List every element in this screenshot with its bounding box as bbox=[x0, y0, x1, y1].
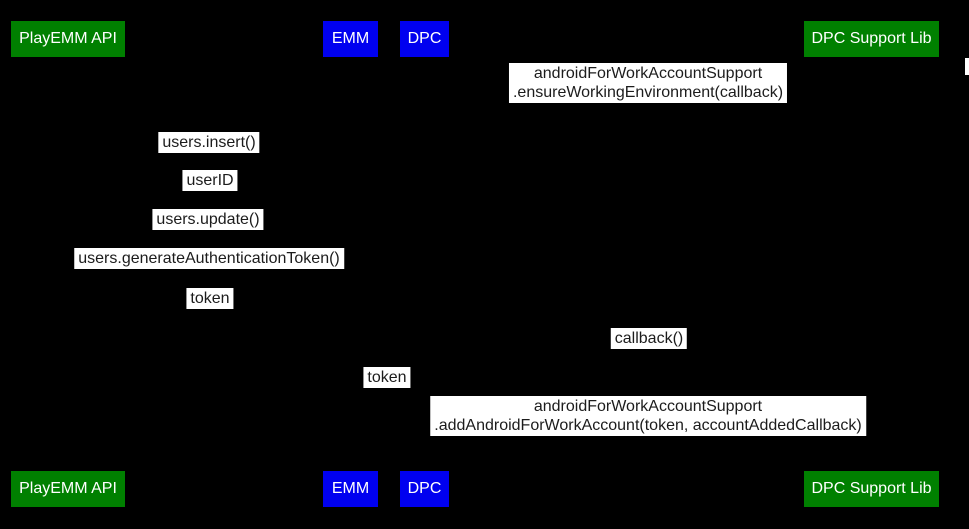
message-ensure-working-environment: androidForWorkAccountSupport .ensureWork… bbox=[508, 63, 788, 103]
message-line: androidForWorkAccountSupport bbox=[533, 398, 763, 415]
actor-emm-bottom: EMM bbox=[323, 471, 378, 507]
actor-dpc-support-lib-bottom: DPC Support Lib bbox=[804, 471, 939, 507]
message-line: androidForWorkAccountSupport bbox=[533, 65, 763, 82]
message-line: .addAndroidForWorkAccount(token, account… bbox=[434, 417, 862, 434]
actor-dpc-top: DPC bbox=[400, 21, 449, 57]
actor-playemm-api-bottom: PlayEMM API bbox=[11, 471, 125, 507]
message-callback: callback() bbox=[610, 328, 688, 349]
actor-dpc-bottom: DPC bbox=[400, 471, 449, 507]
actor-playemm-api-top: PlayEMM API bbox=[11, 21, 125, 57]
message-token-to-dpc: token bbox=[363, 367, 411, 388]
actor-dpc-support-lib-top: DPC Support Lib bbox=[804, 21, 939, 57]
message-add-android-for-work-account: androidForWorkAccountSupport .addAndroid… bbox=[430, 396, 866, 436]
message-token-to-emm: token bbox=[186, 288, 234, 309]
message-users-generate-authentication-token: users.generateAuthenticationToken() bbox=[74, 248, 344, 269]
clipped-label-fragment bbox=[965, 58, 969, 75]
message-userid: userID bbox=[182, 170, 238, 191]
message-users-insert: users.insert() bbox=[158, 132, 260, 153]
message-line: .ensureWorkingEnvironment(callback) bbox=[512, 84, 784, 101]
actor-emm-top: EMM bbox=[323, 21, 378, 57]
message-users-update: users.update() bbox=[152, 209, 264, 230]
